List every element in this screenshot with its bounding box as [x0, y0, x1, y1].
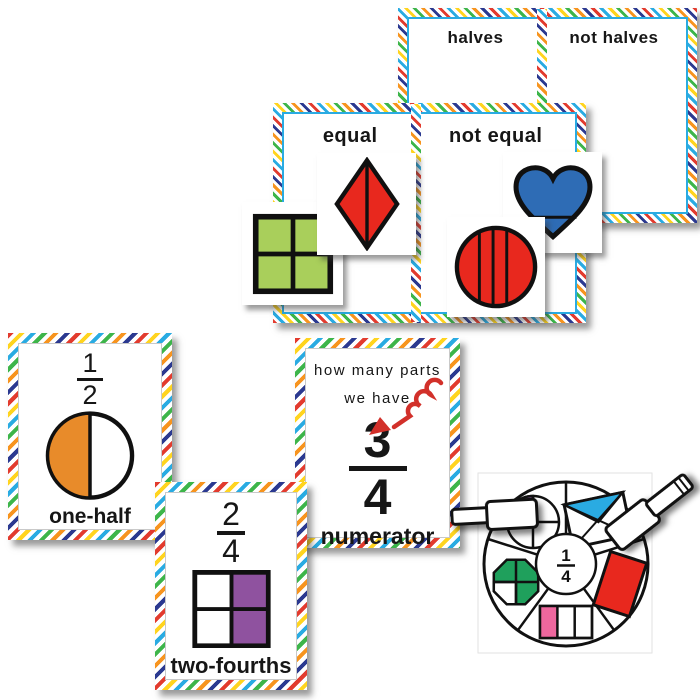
two-fourths-fraction: 2 4: [217, 496, 245, 569]
two-fourths-label: two-fourths: [170, 653, 292, 678]
two-fourths-numerator: 2: [222, 496, 240, 532]
divided-circle-icon: [454, 225, 538, 309]
clothespin-right: [604, 473, 694, 551]
not-equal-column-header: not equal: [448, 125, 543, 147]
half-shaded-square-icon: [191, 569, 271, 648]
circle-shape-card: [447, 217, 545, 317]
thirds-bar-icon: [538, 604, 594, 640]
divided-diamond-icon: [333, 157, 400, 251]
one-half-card: 1 2 one-half: [8, 333, 172, 540]
three-fourths-fraction: 3 4: [348, 415, 407, 525]
red-rectangle-icon: [591, 549, 649, 619]
wheel-center-numerator: 1: [561, 546, 570, 565]
numerator-card-inner: how many parts we have 3 4 numerator: [305, 348, 450, 549]
two-fourths-card-inner: 2 4 two-fourths: [165, 492, 297, 680]
numerator-label: numerator: [320, 522, 435, 549]
two-fourths-denominator: 4: [222, 532, 240, 569]
two-fourths-card: 2 4 two-fourths: [155, 482, 307, 690]
coil-arrow-icon: [369, 377, 444, 435]
half-shaded-circle-icon: [45, 411, 135, 500]
clothespin-left: [450, 497, 539, 531]
diamond-shape-card: [317, 153, 416, 255]
fraction-bar: [77, 377, 103, 381]
not-halves-column-header: not halves: [569, 28, 659, 47]
three-fourths-denominator: 4: [363, 469, 392, 525]
fraction-clip-wheel: 1 4: [450, 472, 694, 654]
one-half-numerator: 1: [82, 348, 98, 378]
one-half-card-inner: 1 2 one-half: [18, 343, 162, 530]
coil-arrow-wrap: [367, 377, 447, 439]
wheel-center-denominator: 4: [561, 567, 571, 586]
octagon-quarters-icon: [492, 558, 540, 606]
numerator-card: how many parts we have 3 4 numerator: [295, 338, 460, 549]
fraction-bar: [217, 531, 245, 535]
one-half-label: one-half: [49, 505, 131, 528]
one-half-denominator: 2: [82, 379, 98, 410]
one-half-fraction: 1 2: [77, 348, 103, 410]
equal-column-header: equal: [322, 125, 378, 147]
wheel-center-circle: [534, 532, 598, 596]
equal-mat-divider: [411, 104, 422, 322]
hint-line-1: how many parts: [314, 362, 441, 379]
halves-column-header: halves: [447, 28, 504, 47]
fraction-bar: [348, 466, 407, 471]
hint-line-2: we have: [344, 389, 411, 407]
numerator-hint-text: how many parts we have: [314, 357, 441, 413]
